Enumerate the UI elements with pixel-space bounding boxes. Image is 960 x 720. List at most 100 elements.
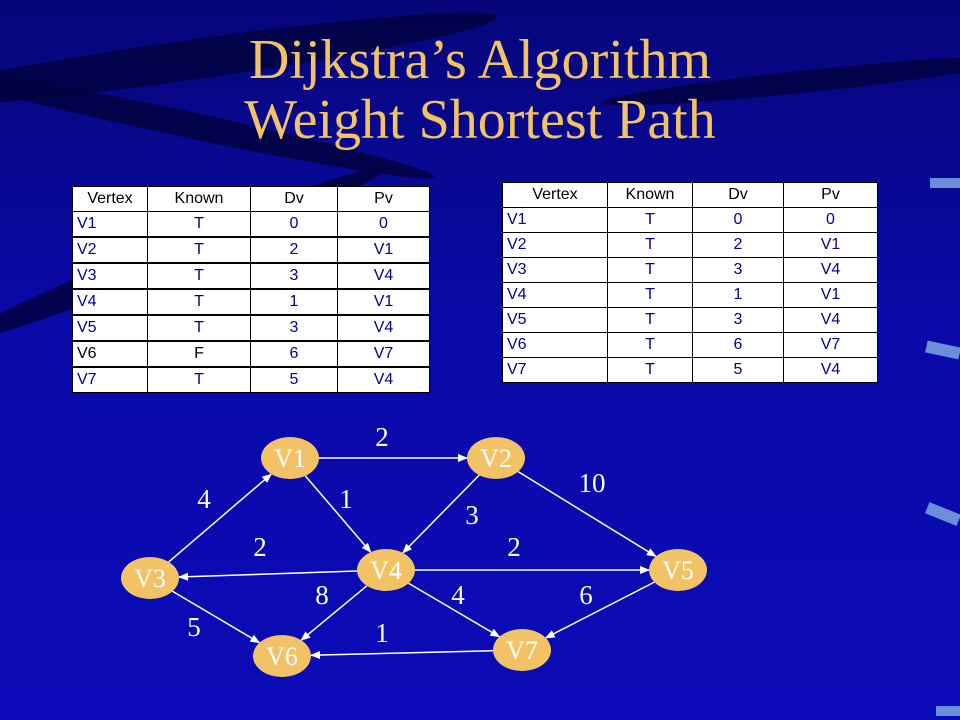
cell-pv: 0 xyxy=(783,207,878,233)
cell-known: T xyxy=(147,314,251,342)
edge-weight-label: 2 xyxy=(507,532,521,562)
cell-dv: 3 xyxy=(692,257,784,283)
cell-dv: 1 xyxy=(250,288,338,316)
table-row: V3 T 3 V4 xyxy=(72,262,430,290)
table-row: V6 F 6 V7 xyxy=(72,340,430,368)
node-v7: V7 xyxy=(493,629,551,671)
distance-table-right: Vertex Known Dv Pv V1 T 0 0 V2 T 2 V1 V3… xyxy=(502,182,878,383)
edge-v1-v4 xyxy=(304,475,372,553)
column-header-dv: Dv xyxy=(250,186,338,212)
edge-accent xyxy=(930,178,960,188)
node-v1: V1 xyxy=(261,437,319,479)
node-circle xyxy=(253,635,311,677)
cell-dv: 5 xyxy=(692,357,784,383)
table-row: V4 T 1 V1 xyxy=(72,288,430,316)
cell-pv: V1 xyxy=(783,232,878,258)
node-label: V2 xyxy=(480,444,512,473)
node-label: V4 xyxy=(370,556,402,585)
node-circle xyxy=(261,437,319,479)
node-v2: V2 xyxy=(467,437,525,479)
table-row: V3 T 3 V4 xyxy=(502,257,878,283)
cell-known: T xyxy=(607,357,693,383)
cell-dv: 5 xyxy=(250,366,338,393)
cell-vertex: V5 xyxy=(502,307,608,333)
cell-dv: 3 xyxy=(250,314,338,342)
title-line-2: Weight Shortest Path xyxy=(244,89,716,151)
cell-pv: V4 xyxy=(783,257,878,283)
edge-weight-label: 1 xyxy=(375,618,389,648)
node-circle xyxy=(357,549,415,591)
cell-known: T xyxy=(607,332,693,358)
edge-weight-label: 8 xyxy=(315,580,329,610)
node-circle xyxy=(493,629,551,671)
cell-dv: 3 xyxy=(250,262,338,290)
slide-title: Dijkstra’s Algorithm Weight Shortest Pat… xyxy=(0,30,960,150)
edge-weight-label: 2 xyxy=(375,422,389,452)
node-circle xyxy=(649,549,707,591)
cell-vertex: V2 xyxy=(72,236,148,264)
cell-pv: V4 xyxy=(337,262,430,290)
edge-v2-v5 xyxy=(517,470,657,558)
edge-v2-v4 xyxy=(402,474,480,554)
table-header-row: Vertex Known Dv Pv xyxy=(72,186,430,212)
edge-v4-v7 xyxy=(408,582,501,638)
edge-weight-label: 3 xyxy=(465,500,479,530)
table-row: V2 T 2 V1 xyxy=(72,236,430,264)
title-line-1: Dijkstra’s Algorithm xyxy=(249,29,711,91)
table-row: V1 T 0 0 xyxy=(502,207,878,233)
cell-vertex: V1 xyxy=(72,211,148,238)
table-row: V5 T 3 V4 xyxy=(502,307,878,333)
table-row: V7 T 5 V4 xyxy=(502,357,878,383)
distance-table-left: Vertex Known Dv Pv V1 T 0 0 V2 T 2 V1 V3… xyxy=(72,186,430,393)
column-header-known: Known xyxy=(147,186,251,212)
cell-vertex: V4 xyxy=(72,288,148,316)
node-v5: V5 xyxy=(649,549,707,591)
edge-v3-v6 xyxy=(172,590,261,644)
edge-v7-v6 xyxy=(309,649,494,660)
node-v4: V4 xyxy=(357,549,415,591)
cell-vertex: V1 xyxy=(502,207,608,233)
cell-pv: V1 xyxy=(337,288,430,316)
edge-weight-label: 5 xyxy=(187,612,201,642)
edge-weight-label: 10 xyxy=(579,468,606,498)
cell-dv: 6 xyxy=(250,340,338,368)
cell-pv: V4 xyxy=(337,314,430,342)
cell-known: T xyxy=(607,232,693,258)
table-row: V7 T 5 V4 xyxy=(72,366,430,393)
edge-v4-v6 xyxy=(300,585,368,641)
cell-vertex: V3 xyxy=(502,257,608,283)
cell-known: T xyxy=(147,211,251,238)
cell-pv: V7 xyxy=(337,340,430,368)
cell-known: T xyxy=(147,262,251,290)
cell-vertex: V7 xyxy=(72,366,148,393)
cell-dv: 0 xyxy=(692,207,784,233)
cell-vertex: V6 xyxy=(72,340,148,368)
cell-dv: 1 xyxy=(692,282,784,308)
cell-known: T xyxy=(607,282,693,308)
cell-dv: 2 xyxy=(692,232,784,258)
cell-pv: V4 xyxy=(783,357,878,383)
node-label: V3 xyxy=(134,564,166,593)
edge-weight-label: 2 xyxy=(253,532,267,562)
cell-known: T xyxy=(607,257,693,283)
edge-v4-v3 xyxy=(177,570,358,581)
node-v6: V6 xyxy=(253,635,311,677)
edge-weight-label: 6 xyxy=(579,580,593,610)
edge-v5-v7 xyxy=(544,581,655,639)
cell-pv: V4 xyxy=(783,307,878,333)
edge-v3-v1 xyxy=(168,473,273,563)
node-label: V6 xyxy=(266,642,298,671)
cell-pv: V4 xyxy=(337,366,430,393)
node-label: V7 xyxy=(506,636,538,665)
node-circle xyxy=(467,437,525,479)
table-row: V2 T 2 V1 xyxy=(502,232,878,258)
node-label: V5 xyxy=(662,556,694,585)
cell-vertex: V2 xyxy=(502,232,608,258)
cell-vertex: V6 xyxy=(502,332,608,358)
cell-pv: 0 xyxy=(337,211,430,238)
cell-vertex: V3 xyxy=(72,262,148,290)
node-v3: V3 xyxy=(121,557,179,599)
